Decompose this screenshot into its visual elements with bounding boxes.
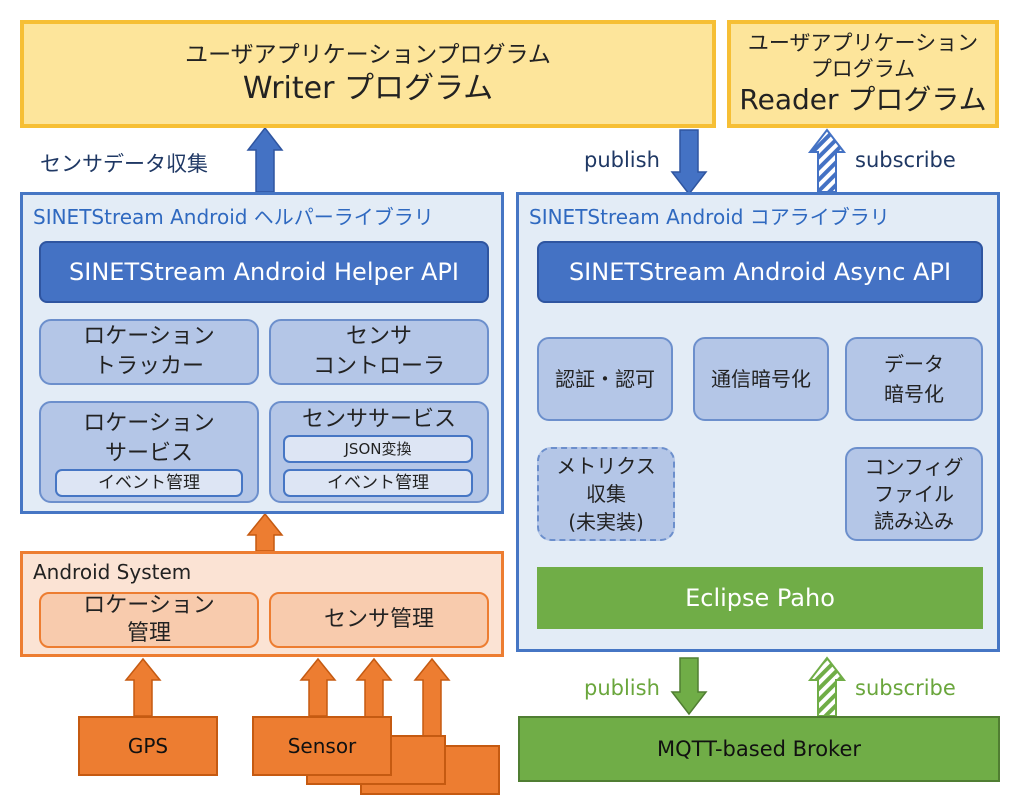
sensor-controller-line2: コントローラ xyxy=(312,354,445,379)
comm-crypto-module: 通信暗号化 xyxy=(693,337,829,421)
metrics-module: メトリクス 収集 (未実装) xyxy=(537,447,675,541)
label-publish-bottom: publish xyxy=(584,676,660,700)
async-api: SINETStream Android Async API xyxy=(537,241,983,303)
location-mgmt-line1: ロケーション xyxy=(83,593,215,618)
helper-library-container: SINETStream Android ヘルパーライブラリ SINETStrea… xyxy=(20,192,504,514)
config-line2: ファイル xyxy=(874,481,954,506)
location-service-line2: サービス xyxy=(104,441,193,466)
metrics-line1: メトリクス xyxy=(556,454,656,478)
sensor-service-json: JSON変換 xyxy=(283,435,473,463)
up-arrow-android-to-helper xyxy=(246,512,284,552)
location-management: ロケーション 管理 xyxy=(39,592,259,648)
helper-library-caption: SINETStream Android ヘルパーライブラリ xyxy=(33,205,434,229)
data-crypto-line2: 暗号化 xyxy=(884,382,944,406)
location-service-event-mgmt: イベント管理 xyxy=(55,469,243,497)
location-service-line1: ロケーション xyxy=(83,411,215,436)
sensor-controller-line1: センサ xyxy=(345,324,412,349)
config-line3: 読み込み xyxy=(874,508,954,533)
up-arrow-sensor-collect xyxy=(246,126,284,193)
reader-title-line1: ユーザアプリケーション xyxy=(747,31,979,55)
writer-title: ユーザアプリケーションプログラム xyxy=(185,42,551,68)
eclipse-paho: Eclipse Paho xyxy=(537,567,983,629)
up-arrow-subscribe-bottom xyxy=(807,656,847,717)
label-subscribe-bottom: subscribe xyxy=(855,676,956,700)
location-service: ロケーション サービス イベント管理 xyxy=(39,401,259,503)
core-library-container: SINETStream Android コアライブラリ SINETStream … xyxy=(516,192,1000,652)
reader-title-line2: プログラム xyxy=(810,57,916,81)
android-system-container: Android System ロケーション 管理 センサ管理 xyxy=(20,551,504,657)
mqtt-broker: MQTT-based Broker xyxy=(518,716,1000,782)
location-tracker-line2: トラッカー xyxy=(93,354,204,379)
label-sensor-collect: センサデータ収集 xyxy=(40,152,208,176)
sensor-device: Sensor xyxy=(252,716,392,776)
sensor-service: センササービス JSON変換 イベント管理 xyxy=(269,401,489,503)
up-arrow-subscribe-top xyxy=(807,128,847,193)
location-tracker: ロケーション トラッカー xyxy=(39,319,259,385)
sensor-controller: センサ コントローラ xyxy=(269,319,489,385)
up-arrow-gps xyxy=(124,657,162,717)
writer-subtitle: Writer プログラム xyxy=(242,71,494,106)
reader-subtitle: Reader プログラム xyxy=(739,83,987,116)
metrics-line3: (未実装) xyxy=(568,510,644,534)
label-publish-top: publish xyxy=(584,148,660,172)
location-tracker-line1: ロケーション xyxy=(83,324,215,349)
gps-device: GPS xyxy=(78,716,218,776)
config-line1: コンフィグ xyxy=(864,454,964,479)
config-module: コンフィグ ファイル 読み込み xyxy=(845,447,983,541)
reader-program-box: ユーザアプリケーション プログラム Reader プログラム xyxy=(727,20,999,128)
location-mgmt-line2: 管理 xyxy=(126,621,171,646)
up-arrow-sensor-3 xyxy=(413,657,451,746)
writer-program-box: ユーザアプリケーションプログラム Writer プログラム xyxy=(20,20,716,128)
down-arrow-publish-top xyxy=(670,129,708,196)
data-crypto-module: データ 暗号化 xyxy=(845,337,983,421)
sensor-service-title: センササービス xyxy=(301,407,456,432)
sensor-service-event-mgmt: イベント管理 xyxy=(283,469,473,497)
core-library-caption: SINETStream Android コアライブラリ xyxy=(529,205,890,229)
auth-module: 認証・認可 xyxy=(537,337,673,421)
down-arrow-publish-bottom xyxy=(670,657,708,716)
data-crypto-line1: データ xyxy=(884,352,944,376)
helper-api: SINETStream Android Helper API xyxy=(39,241,489,303)
up-arrow-sensor-1 xyxy=(299,657,337,717)
metrics-line2: 収集 xyxy=(586,482,626,506)
android-system-caption: Android System xyxy=(33,560,192,584)
label-subscribe-top: subscribe xyxy=(855,148,956,172)
sensor-management: センサ管理 xyxy=(269,592,489,648)
